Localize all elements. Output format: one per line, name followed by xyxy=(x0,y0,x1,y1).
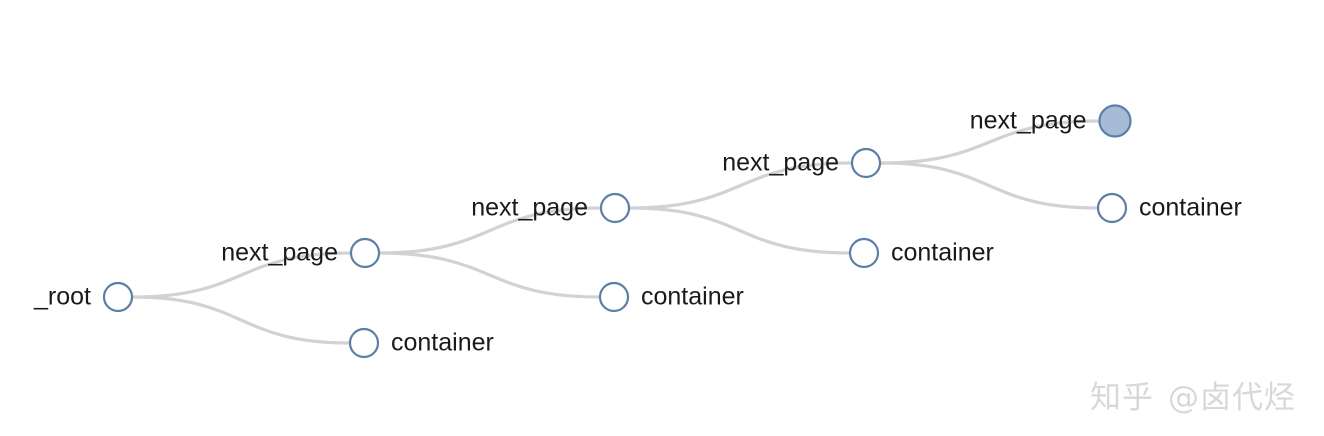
tree-node-label: next_page xyxy=(722,149,839,177)
tree-node-next-page[interactable]: next_page xyxy=(471,192,631,224)
tree-node-next-page[interactable]: next_page xyxy=(722,147,882,179)
node-circle-icon[interactable] xyxy=(848,237,880,269)
tree-edge xyxy=(378,206,602,255)
tree-node-label: container xyxy=(641,283,744,311)
tree-edge xyxy=(131,251,352,299)
tree-edge xyxy=(378,251,601,299)
node-circle-icon[interactable] xyxy=(348,327,380,359)
tree-edge xyxy=(879,119,1101,165)
watermark: 知乎 @卤代烃 xyxy=(1090,383,1296,414)
tree-node--root[interactable]: _root xyxy=(33,281,134,313)
node-circle-icon[interactable] xyxy=(102,281,134,313)
tree-node-label: next_page xyxy=(221,239,338,267)
tree-edge xyxy=(628,206,851,255)
edges-layer xyxy=(131,119,1101,345)
tree-node-container[interactable]: container xyxy=(598,281,744,313)
tree-node-label: next_page xyxy=(970,107,1087,135)
node-circle-selected-icon[interactable] xyxy=(1098,104,1132,138)
tree-node-label: container xyxy=(391,329,494,357)
tree-edge xyxy=(628,161,853,210)
tree-node-next-page[interactable]: next_page xyxy=(970,104,1132,138)
node-circle-icon[interactable] xyxy=(599,192,631,224)
tree-node-label: container xyxy=(891,239,994,267)
tree-node-container[interactable]: container xyxy=(848,237,994,269)
tree-node-label: next_page xyxy=(471,194,588,222)
tree-edge xyxy=(879,161,1099,210)
node-circle-icon[interactable] xyxy=(349,237,381,269)
tree-node-container[interactable]: container xyxy=(348,327,494,359)
watermark-handle: @卤代烃 xyxy=(1168,380,1296,416)
nodes-layer: _root next_page container next_page containe… xyxy=(33,104,1242,359)
node-circle-icon[interactable] xyxy=(598,281,630,313)
tree-node-label: _root xyxy=(33,283,91,311)
tree-edge xyxy=(131,295,351,345)
node-circle-icon[interactable] xyxy=(1096,192,1128,224)
tree-node-label: container xyxy=(1139,194,1242,222)
tree-node-next-page[interactable]: next_page xyxy=(221,237,381,269)
node-circle-icon[interactable] xyxy=(850,147,882,179)
tree-node-container[interactable]: container xyxy=(1096,192,1242,224)
watermark-brand: 知乎 xyxy=(1090,380,1154,416)
